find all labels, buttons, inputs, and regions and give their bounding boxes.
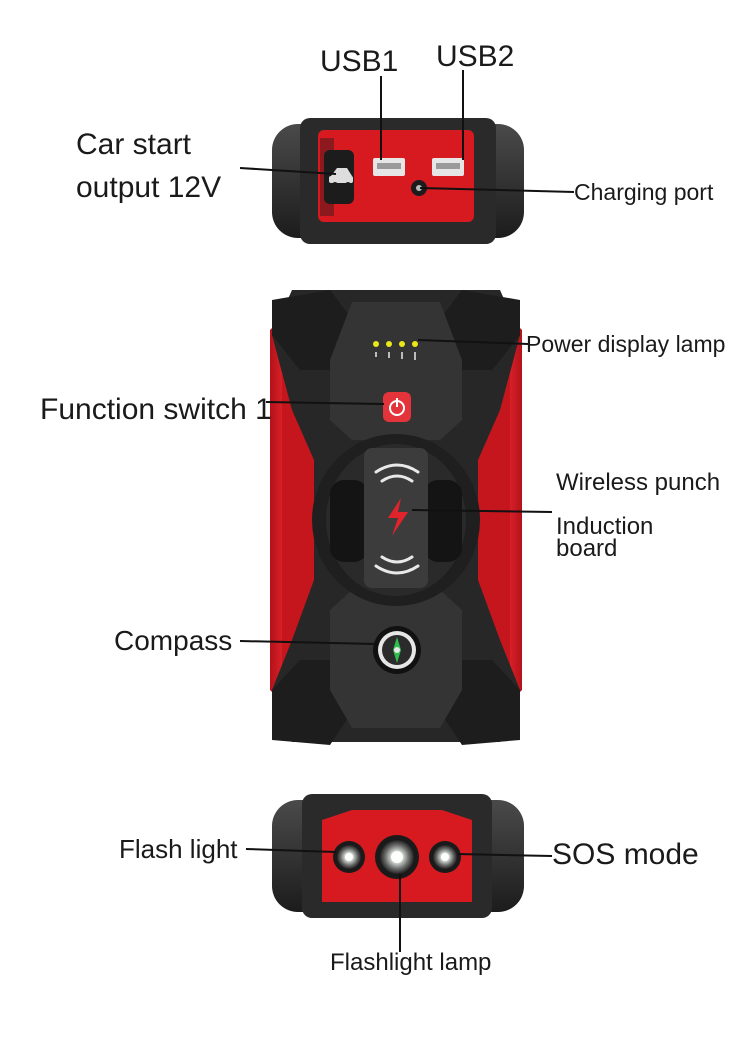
function-switch-button — [383, 392, 411, 422]
wireless-charging-pad — [312, 434, 480, 606]
usb2-label: USB2 — [436, 40, 515, 73]
flash-light-lens — [333, 841, 365, 873]
leader-lines — [239, 70, 575, 952]
bottom-light-panel — [272, 794, 524, 918]
compass-dial — [373, 626, 421, 674]
main-body — [270, 290, 522, 745]
sos-light-lens — [429, 841, 461, 873]
compass-label: Compass — [114, 625, 233, 656]
induction-label-line1: Induction — [556, 513, 654, 540]
flash-light-label: Flash light — [119, 834, 238, 864]
power-display-lamp-label: Power display lamp — [526, 331, 726, 357]
car-start-label-line2: output 12V — [76, 171, 222, 204]
car-start-label-line1: Car start — [76, 128, 192, 161]
usb1-label: USB1 — [320, 45, 399, 78]
function-switch-label: Function switch 1 — [40, 393, 272, 426]
flashlight-lamp-lens — [375, 835, 419, 879]
top-port-panel — [272, 118, 524, 244]
charging-port — [411, 180, 427, 196]
sos-mode-label: SOS mode — [552, 838, 699, 871]
car-start-socket — [324, 150, 354, 204]
wireless-punch-label: Wireless punch — [556, 469, 721, 496]
flashlight-lamp-label: Flashlight lamp — [330, 949, 492, 976]
power-display-leds — [373, 341, 418, 360]
usb2-port — [432, 158, 464, 176]
induction-label-line2: board — [556, 535, 618, 562]
usb1-port — [373, 158, 405, 176]
charging-port-label: Charging port — [574, 179, 714, 205]
